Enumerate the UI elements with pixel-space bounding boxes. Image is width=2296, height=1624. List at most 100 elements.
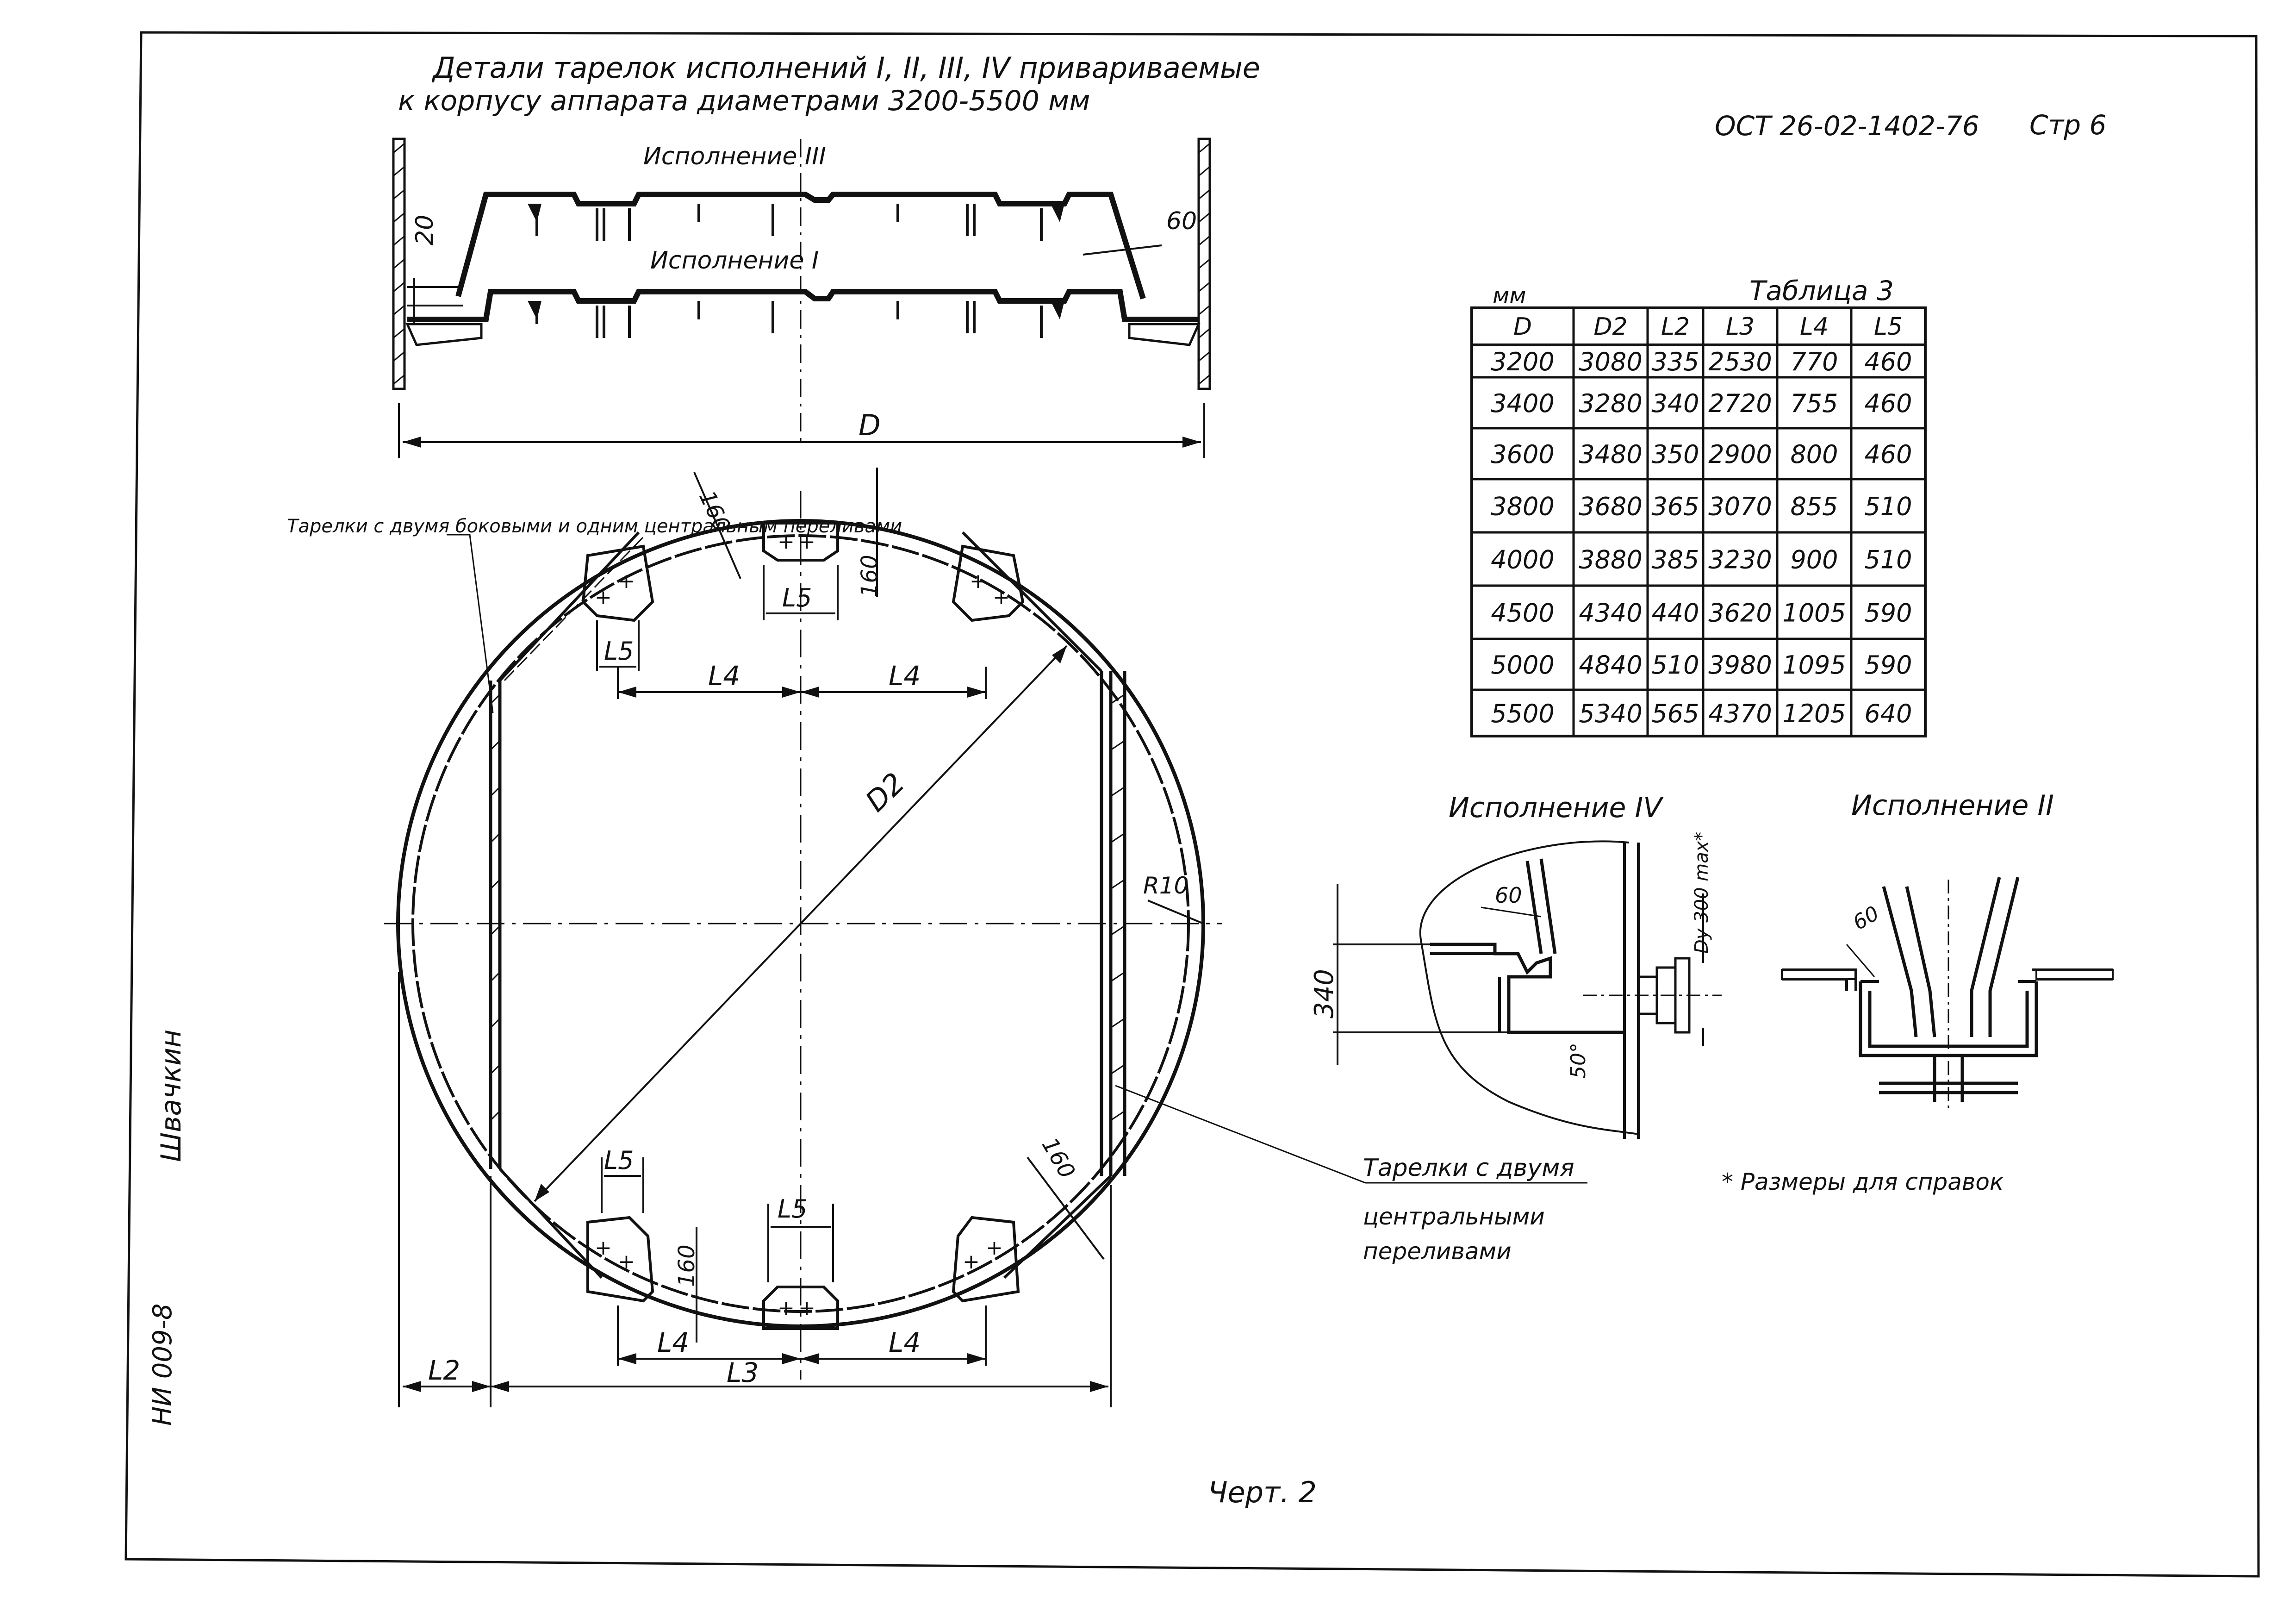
detail-iv-dim-60: 60 xyxy=(1495,883,1522,908)
table-cell: 2530 xyxy=(1708,347,1772,376)
table-header-cell: L4 xyxy=(1800,313,1829,341)
table-cell: 855 xyxy=(1790,492,1838,521)
detail-iv-dim-dy: Dу 300 max* xyxy=(1691,832,1712,954)
table-title: Таблица 3 xyxy=(1749,275,1894,306)
table-cell: 565 xyxy=(1651,699,1699,728)
table-cell: 510 xyxy=(1864,545,1912,575)
side-view: Исполнение III Исполнение I 20 60 D xyxy=(392,137,1211,458)
table-cell: 385 xyxy=(1651,545,1699,575)
svg-text:+: + xyxy=(778,530,795,554)
lug-top-left: + + xyxy=(581,544,654,622)
note-side-weirs: Тарелки с двумя боковыми и одним централ… xyxy=(287,516,902,537)
table-cell: 3480 xyxy=(1579,440,1642,469)
detail-iv: Исполнение IV 340 60 50° Dу 300 max* xyxy=(1309,792,1722,1139)
dim-L5-top-left: L5 xyxy=(604,637,634,666)
svg-text:+: + xyxy=(595,1236,612,1260)
table-cell: 3980 xyxy=(1708,650,1772,680)
table-header-cell: D2 xyxy=(1593,313,1627,341)
lug-bottom-left: + + xyxy=(586,1216,654,1303)
table-border xyxy=(1470,306,1927,737)
detail-iv-title: Исполнение IV xyxy=(1449,792,1664,824)
svg-text:+: + xyxy=(618,569,635,593)
table-cell: 590 xyxy=(1864,599,1912,628)
right-weir xyxy=(1100,671,1126,1176)
detail-ii-dim-60: 60 xyxy=(1849,901,1883,935)
title-line-1: Детали тарелок исполнений I, II, III, IV… xyxy=(431,51,1260,85)
table-header-cell: L2 xyxy=(1661,313,1690,341)
table-cell: 3600 xyxy=(1491,440,1554,469)
table-cell: 460 xyxy=(1864,347,1912,376)
svg-text:+: + xyxy=(618,1250,635,1274)
plan-view: + + + + + + + + + + + + xyxy=(384,468,1587,1407)
table-header-cell: D xyxy=(1513,313,1532,341)
table-cell: 510 xyxy=(1651,650,1699,680)
table-cell: 4370 xyxy=(1708,699,1772,728)
table-cell: 3280 xyxy=(1579,389,1642,418)
table-cell: 1005 xyxy=(1782,599,1846,628)
note-central-line3: переливами xyxy=(1363,1238,1512,1265)
shell-wall-right xyxy=(1197,137,1211,390)
table-cell: 3070 xyxy=(1708,492,1772,521)
doc-code: ОСТ 26-02-1402-76 xyxy=(1715,110,1979,142)
table-cell: 460 xyxy=(1864,440,1912,469)
svg-text:+: + xyxy=(595,586,612,609)
detail-ii: Исполнение II 60 xyxy=(1781,789,2114,1111)
title-line-2: к корпусу аппарата диаметрами 3200-5500 … xyxy=(398,85,1090,117)
dim-L4-bottom-right: L4 xyxy=(889,1327,921,1358)
detail-iv-dim-340: 340 xyxy=(1309,969,1339,1018)
page-number: Стр 6 xyxy=(2029,109,2106,141)
table-cell: 4000 xyxy=(1491,545,1554,575)
note-central-line2: центральными xyxy=(1363,1203,1545,1230)
margin-signature: Швачкин xyxy=(155,1030,187,1162)
table-cell: 2900 xyxy=(1708,440,1772,469)
table-cell: 5500 xyxy=(1491,699,1554,728)
table-header-cell: L3 xyxy=(1726,313,1755,341)
table-cell: 770 xyxy=(1790,347,1838,376)
label-version-i: Исполнение I xyxy=(650,247,819,275)
table-cell: 350 xyxy=(1651,440,1699,469)
note-central-line1: Тарелки с двумя xyxy=(1363,1154,1574,1182)
dim-L5-bottom-left: L5 xyxy=(604,1146,634,1175)
table-cell: 365 xyxy=(1651,492,1699,521)
shell-wall-left xyxy=(392,137,406,390)
dim-D2: D2 xyxy=(859,766,911,818)
header: Детали тарелок исполнений I, II, III, IV… xyxy=(398,51,2106,142)
dim-160-top: 160 xyxy=(857,555,883,597)
svg-text:+: + xyxy=(986,1236,1003,1260)
table-cell: 3880 xyxy=(1579,545,1642,575)
detail-iv-dim-50: 50° xyxy=(1567,1043,1590,1079)
lug-bottom-right: + + xyxy=(952,1216,1020,1303)
tray-i-plate xyxy=(407,289,1199,322)
table-cell: 4840 xyxy=(1579,650,1642,680)
table-cell: 4340 xyxy=(1579,599,1642,628)
table-cell: 3400 xyxy=(1491,389,1554,418)
left-weir xyxy=(489,681,502,1169)
table-cell: 440 xyxy=(1651,599,1699,628)
dim-L3: L3 xyxy=(727,1357,759,1388)
drawing-label: Черт. 2 xyxy=(1208,1475,1317,1509)
dim-L4-bottom-left: L4 xyxy=(657,1327,689,1358)
dim-60: 60 xyxy=(1166,207,1197,235)
table-cell: 3620 xyxy=(1708,599,1772,628)
label-version-iii: Исполнение III xyxy=(643,143,826,170)
lug-top-right: + + xyxy=(952,544,1025,622)
dim-160-bottom-right: 160 xyxy=(1037,1133,1080,1183)
table-cell: 3800 xyxy=(1491,492,1554,521)
table-cell: 900 xyxy=(1790,545,1838,575)
dim-R10: R10 xyxy=(1143,872,1188,899)
svg-text:+: + xyxy=(798,530,815,554)
table-cell: 335 xyxy=(1651,347,1699,376)
table-cell: 800 xyxy=(1790,440,1838,469)
table-cell: 1205 xyxy=(1782,699,1846,728)
table-units: мм xyxy=(1493,283,1526,309)
note-side-tspan: Тарелки с двумя боковыми и одним централ… xyxy=(287,516,902,537)
sheet-frame xyxy=(124,31,2260,1578)
note-side-text: Тарелки с двумя боковыми и одним централ… xyxy=(287,516,902,537)
table-cell: 755 xyxy=(1790,389,1838,418)
table-cell: 5340 xyxy=(1579,699,1642,728)
table-cell: 2720 xyxy=(1708,389,1772,418)
table-cell: 3680 xyxy=(1579,492,1642,521)
